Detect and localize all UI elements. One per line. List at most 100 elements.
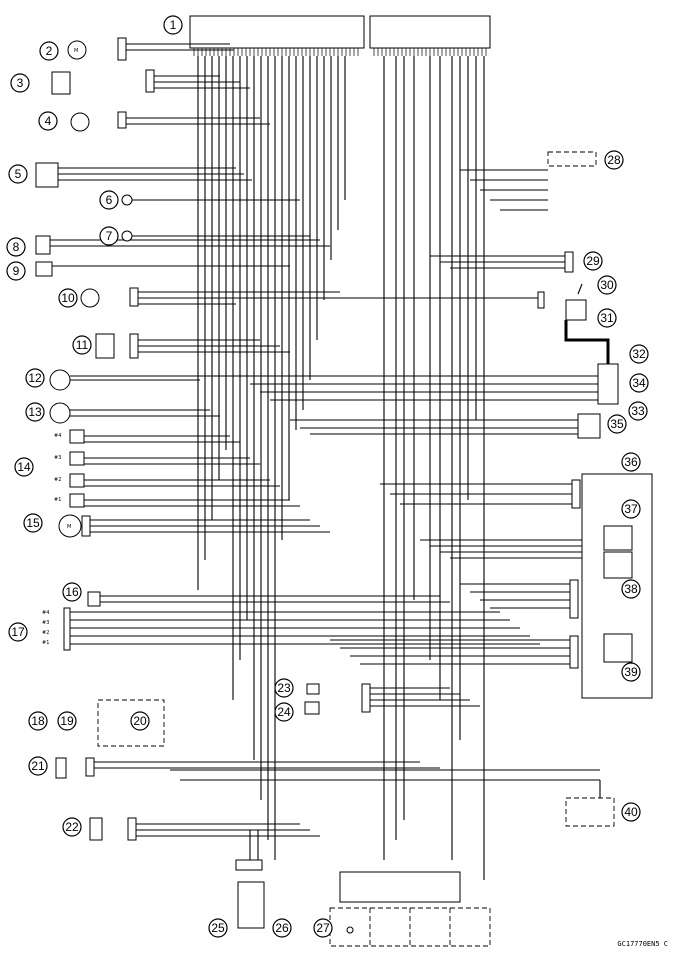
- svg-text:39: 39: [624, 665, 638, 679]
- callout-6: 6: [99, 190, 119, 210]
- components-23-24: [304, 683, 371, 715]
- harness-wires: [50, 43, 604, 860]
- injector-label-3: #1: [54, 497, 61, 503]
- svg-text:29: 29: [586, 254, 600, 268]
- callout-40: 40: [621, 802, 641, 822]
- svg-text:12: 12: [28, 371, 42, 385]
- callout-21: 21: [28, 756, 48, 776]
- callout-9: 9: [6, 261, 26, 281]
- injector-label-1: #3: [54, 455, 61, 461]
- svg-text:9: 9: [13, 264, 20, 278]
- svg-text:37: 37: [624, 502, 638, 516]
- ecu-connector-right: [369, 15, 491, 56]
- svg-text:3: 3: [17, 76, 24, 90]
- callout-10: 10: [58, 288, 78, 308]
- callout-27: 27: [313, 918, 333, 938]
- callout-14: 14: [14, 457, 34, 477]
- callout-12: 12: [25, 368, 45, 388]
- callout-2: 2: [39, 41, 59, 61]
- callout-19: 19: [57, 711, 77, 731]
- svg-text:11: 11: [76, 338, 89, 352]
- svg-text:14: 14: [17, 460, 31, 474]
- callout-32: 32: [629, 344, 649, 364]
- svg-text:25: 25: [211, 921, 225, 935]
- callout-28: 28: [604, 150, 624, 170]
- coil-label-3: #1: [42, 640, 49, 646]
- callout-11: 11: [72, 335, 92, 355]
- svg-text:17: 17: [11, 625, 25, 639]
- left-components: M M: [35, 37, 155, 841]
- bottom-connector: [235, 859, 491, 947]
- injector-cylinder-labels: #4 #3 #2 #1: [54, 433, 61, 503]
- figure-code: GC17770EN5 C: [617, 940, 668, 948]
- svg-text:34: 34: [632, 376, 646, 390]
- callout-13: 13: [25, 402, 45, 422]
- callout-17: 17: [8, 622, 28, 642]
- callout-29: 29: [583, 251, 603, 271]
- svg-text:20: 20: [133, 714, 147, 728]
- callout-33: 33: [628, 401, 648, 421]
- svg-text:7: 7: [106, 229, 113, 243]
- callout-8: 8: [6, 237, 26, 257]
- callout-39: 39: [621, 662, 641, 682]
- callout-25: 25: [208, 918, 228, 938]
- callout-1: 1: [163, 15, 183, 35]
- callout-16: 16: [62, 582, 82, 602]
- svg-text:26: 26: [275, 921, 289, 935]
- callout-35: 35: [607, 414, 627, 434]
- injector-label-2: #2: [54, 477, 61, 483]
- svg-text:38: 38: [624, 582, 638, 596]
- coil-label-2: #2: [42, 630, 49, 636]
- coil-label-0: #4: [42, 610, 49, 616]
- callout-18: 18: [28, 711, 48, 731]
- svg-text:31: 31: [600, 311, 614, 325]
- svg-text:22: 22: [65, 820, 79, 834]
- svg-text:1: 1: [170, 18, 177, 32]
- svg-text:32: 32: [632, 347, 646, 361]
- coil-label-1: #3: [42, 620, 49, 626]
- injector-label-0: #4: [54, 433, 61, 439]
- callout-22: 22: [62, 817, 82, 837]
- callout-37: 37: [621, 499, 641, 519]
- callout-5: 5: [8, 164, 28, 184]
- svg-text:21: 21: [31, 759, 45, 773]
- callout-30: 30: [597, 275, 617, 295]
- callout-4: 4: [38, 111, 58, 131]
- svg-text:24: 24: [277, 705, 291, 719]
- svg-text:16: 16: [65, 585, 79, 599]
- callout-20: 20: [130, 711, 150, 731]
- svg-text:M: M: [67, 524, 71, 530]
- callout-23: 23: [274, 678, 294, 698]
- svg-text:27: 27: [316, 921, 330, 935]
- callout-36: 36: [621, 452, 641, 472]
- callout-15: 15: [23, 513, 43, 533]
- svg-text:10: 10: [61, 291, 75, 305]
- callout-38: 38: [621, 579, 641, 599]
- svg-text:30: 30: [600, 278, 614, 292]
- callout-7: 7: [99, 226, 119, 246]
- svg-text:18: 18: [31, 714, 45, 728]
- svg-text:M: M: [74, 48, 78, 54]
- svg-text:23: 23: [277, 681, 291, 695]
- coil-cylinder-labels: #4 #3 #2 #1: [42, 610, 49, 646]
- callout-31: 31: [597, 308, 617, 328]
- callout-34: 34: [629, 373, 649, 393]
- right-components: [537, 151, 653, 827]
- callout-3: 3: [10, 73, 30, 93]
- svg-text:8: 8: [13, 240, 20, 254]
- svg-text:35: 35: [610, 417, 624, 431]
- svg-text:33: 33: [631, 404, 645, 418]
- svg-text:36: 36: [624, 455, 638, 469]
- ecu-connector-left: [189, 15, 365, 56]
- svg-text:4: 4: [45, 114, 52, 128]
- svg-text:28: 28: [607, 153, 621, 167]
- svg-text:6: 6: [106, 193, 113, 207]
- svg-text:19: 19: [60, 714, 74, 728]
- svg-text:40: 40: [624, 805, 638, 819]
- box-18: [97, 699, 165, 747]
- callout-26: 26: [272, 918, 292, 938]
- svg-text:13: 13: [28, 405, 42, 419]
- svg-text:5: 5: [15, 167, 22, 181]
- callout-24: 24: [274, 702, 294, 722]
